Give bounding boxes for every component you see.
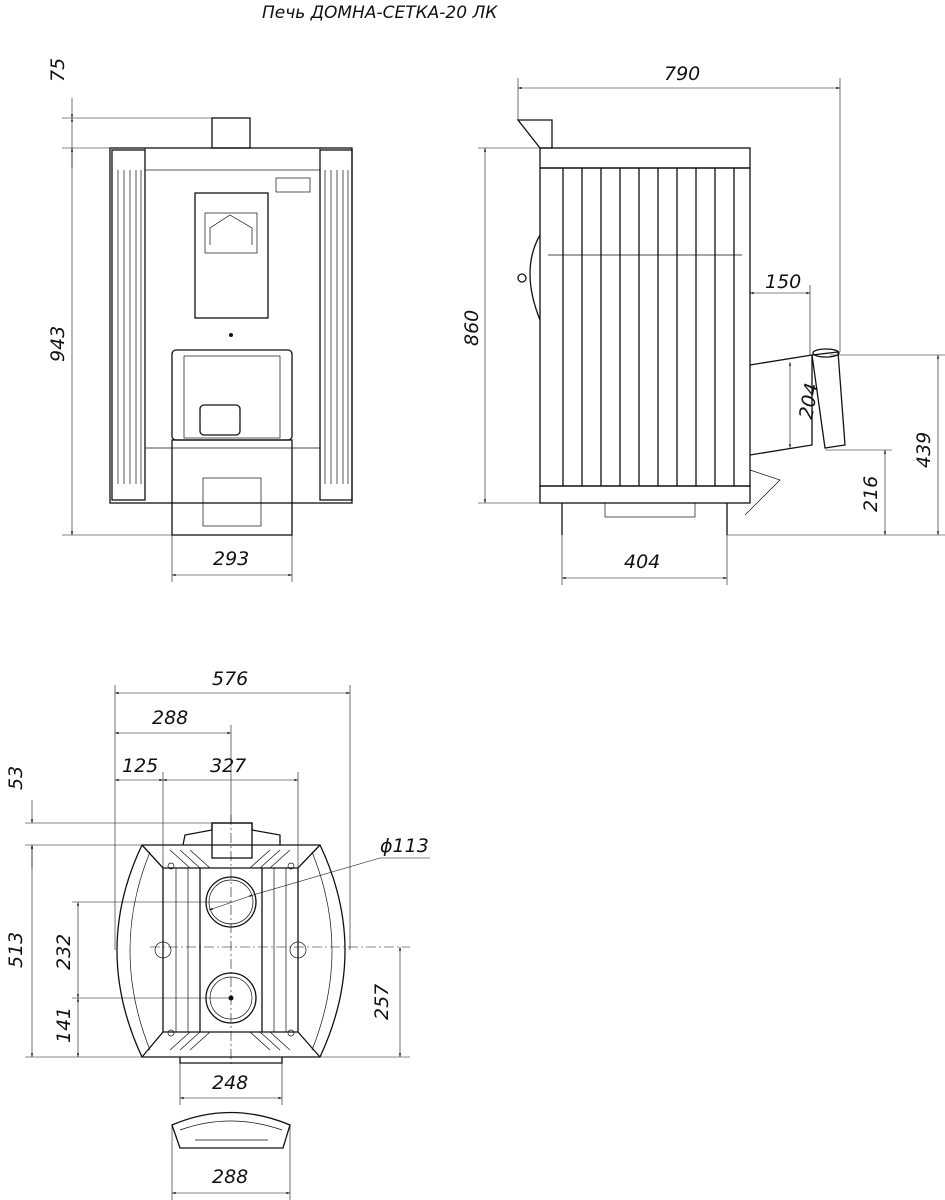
dim-150: 150 <box>765 271 801 293</box>
side-view: 790 860 150 204 439 216 404 <box>461 63 945 585</box>
dim-257: 257 <box>371 984 393 1020</box>
dim-232: 232 <box>53 934 75 970</box>
top-view: 576 288 125 327 53 513 232 141 257 ϕ113 … <box>5 668 430 1200</box>
dim-293: 293 <box>213 548 249 570</box>
dim-248: 248 <box>212 1072 248 1094</box>
dim-860: 860 <box>461 310 483 346</box>
dim-327: 327 <box>210 755 246 777</box>
dim-204: 204 <box>795 381 823 421</box>
dim-288-bottom: 288 <box>212 1166 248 1188</box>
dim-439: 439 <box>913 432 935 468</box>
dim-288-top: 288 <box>152 707 188 729</box>
front-view: 75 943 293 <box>47 58 353 582</box>
dim-576: 576 <box>212 668 248 690</box>
dim-943: 943 <box>47 326 69 362</box>
dim-53: 53 <box>5 766 27 790</box>
dim-141: 141 <box>53 1007 75 1043</box>
drawing-title: Печь ДОМНА-СЕТКА-20 ЛК <box>262 3 498 23</box>
dim-513: 513 <box>5 932 27 968</box>
dim-125: 125 <box>122 755 158 777</box>
dim-216: 216 <box>860 476 882 512</box>
dim-phi113: ϕ113 <box>380 835 429 857</box>
dim-404: 404 <box>624 551 660 573</box>
dim-790: 790 <box>664 63 700 85</box>
dim-75: 75 <box>47 58 69 82</box>
